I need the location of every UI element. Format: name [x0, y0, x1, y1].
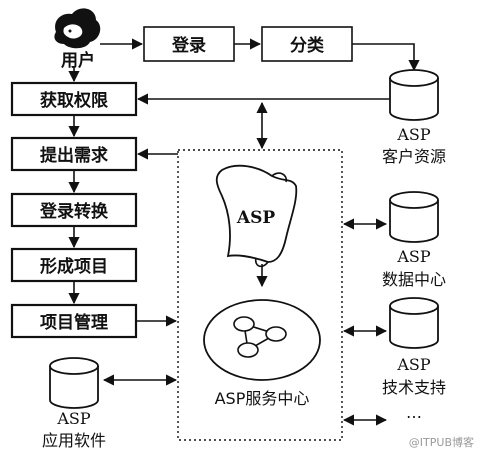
step-label: 形成项目 — [40, 256, 108, 277]
step-label: 提出需求 — [40, 145, 108, 166]
data-center-db-icon — [389, 191, 439, 243]
data-center-db-label-2: 数据中心 — [382, 270, 446, 289]
login-box — [143, 26, 235, 62]
app-software-db-label-1: ASP — [56, 409, 91, 428]
service-center-frame — [177, 149, 343, 441]
tech-support-db-label-2: 技术支持 — [382, 378, 446, 397]
step-box — [10, 192, 138, 228]
scroll-label: ASP — [236, 208, 275, 228]
watermark-label: @ITPUB博客 — [409, 435, 474, 449]
customer-db-label-2: 客户资源 — [382, 147, 446, 166]
user-label: 用户 — [61, 50, 95, 71]
network-icon — [233, 316, 287, 358]
step-box — [10, 136, 138, 172]
arrow-classify-to-customer-db — [352, 43, 420, 72]
step-box — [10, 247, 138, 283]
step-label: 项目管理 — [40, 312, 108, 333]
hub-ellipse — [203, 299, 321, 381]
customer-db-icon — [389, 69, 439, 121]
app-software-db-icon — [49, 357, 99, 409]
step-box — [10, 81, 138, 117]
classify-label: 分类 — [290, 35, 325, 56]
user-icon — [54, 8, 101, 49]
tech-support-db-label-1: ASP — [396, 355, 431, 374]
step-box — [10, 303, 138, 339]
step-label: 登录转换 — [39, 201, 109, 222]
ellipsis-label: … — [406, 403, 422, 422]
step-label: 获取权限 — [40, 90, 108, 111]
scroll-icon — [215, 164, 298, 268]
classify-box — [261, 26, 353, 62]
left-steps: 获取权限 提出需求 登录转换 形成项目 项目管理 — [10, 81, 138, 339]
app-software-db-label-2: 应用软件 — [42, 431, 106, 450]
tech-support-db-icon — [389, 297, 439, 349]
hub-label: ASP服务中心 — [215, 389, 310, 408]
data-center-db-label-1: ASP — [396, 247, 431, 266]
right-bidirectional-arrows — [342, 218, 388, 426]
login-label: 登录 — [171, 35, 206, 56]
customer-db-label-1: ASP — [396, 125, 431, 144]
